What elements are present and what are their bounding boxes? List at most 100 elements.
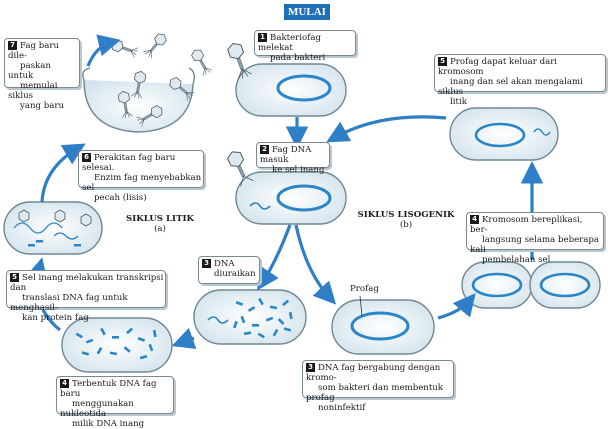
step-bubble — [254, 30, 356, 56]
step-number: 3 — [202, 259, 211, 268]
lysogenic-cycle-letter: (b) — [399, 220, 413, 230]
caption-line: memulai siklus — [8, 81, 58, 101]
dna-fragment — [269, 305, 278, 310]
dna-fragment — [258, 297, 264, 306]
dna-fragment — [240, 315, 246, 324]
lysogenic-cycle-label: SIKLUS LISOGENIK (b) — [356, 210, 456, 230]
dna-fragment — [81, 351, 90, 356]
step-number: 5 — [438, 57, 447, 66]
step-number: 4 — [60, 379, 69, 388]
step-number: 3 — [306, 363, 315, 372]
arrow-2-3-lytic — [257, 224, 292, 291]
phage-icon — [143, 33, 167, 59]
caption-line: menggunakan nukleotida — [60, 399, 134, 419]
caption-line: DNA — [214, 259, 235, 269]
caption-line: Fag baru dile- — [8, 41, 60, 61]
lytic-cycle-name: SIKLUS LITIK — [126, 214, 194, 224]
step-bubble — [434, 54, 606, 92]
dna-fragment — [100, 327, 106, 336]
cell-lysis — [82, 67, 196, 133]
cell-transcription — [3, 201, 103, 255]
dna-fragment — [282, 299, 290, 307]
caption-line: milik DNA inang — [72, 419, 145, 429]
dna-fragment — [96, 347, 103, 355]
arrow-5-6-lytic — [40, 143, 86, 203]
caption-line: Profag dapat keluar dari kromosom — [438, 57, 558, 77]
caption-line: diuraikan — [214, 269, 256, 279]
caption-line: Bakteriofag melekat — [258, 33, 322, 53]
caption-line: pada bakteri — [270, 53, 326, 63]
step-bubble — [466, 212, 604, 250]
step-number: 1 — [258, 33, 267, 42]
cell-dna-degraded — [193, 289, 307, 345]
dna-fragment — [247, 306, 256, 312]
dna-fragment — [123, 346, 131, 353]
caption-line: pembelahan sel — [482, 255, 551, 265]
caption-line: noninfektif — [318, 403, 366, 413]
step-bubble — [302, 360, 454, 398]
caption-line: Terbentuk DNA fag baru — [60, 379, 157, 399]
phage-icon — [136, 105, 163, 127]
start-title: MULAI — [284, 4, 330, 20]
cell-attach — [227, 43, 347, 117]
phage-icon — [227, 43, 252, 79]
lysogenic-cycle-name: SIKLUS LISOGENIK — [357, 210, 455, 220]
lytic-cycle-letter: (a) — [154, 224, 166, 234]
arrow-3-4-lysogenic — [437, 293, 476, 320]
dna-fragment — [85, 338, 94, 344]
arrow-3-4-lytic — [171, 327, 197, 350]
phage-icon — [226, 151, 254, 187]
caption-line: som bakteri dan membentuk profag — [306, 383, 444, 403]
caption-line: kan protein fag — [22, 313, 89, 323]
step-number: 5 — [10, 273, 19, 282]
step-number: 2 — [260, 145, 269, 154]
phage-cycle-diagram: MULAI SIKLUS LITIK (a) SIKLUS LISOGENIK … — [3, 4, 606, 429]
cell-prophage — [331, 295, 435, 355]
caption-line: translasi DNA fag untuk menghasil- — [10, 293, 128, 313]
caption-line: Kromosom bereplikasi, ber- — [470, 215, 583, 235]
dna-fragments — [233, 297, 293, 339]
caption-line: inang dan sel akan mengalami siklus — [438, 77, 583, 97]
step-number: 7 — [8, 41, 17, 50]
dna-fragment — [288, 311, 293, 320]
step-bubble — [6, 270, 166, 308]
dna-fragment — [272, 329, 279, 337]
dna-fragment — [152, 329, 157, 338]
caption-line: litik — [450, 97, 467, 107]
dna-fragment — [252, 324, 259, 327]
step-number: 4 — [470, 215, 479, 224]
caption-line: yang baru — [20, 101, 65, 111]
dna-fragment — [126, 327, 134, 335]
caption-line: ke sel inang — [272, 165, 325, 175]
arrow-2-3-lysogenic — [294, 224, 337, 305]
cell-excision — [449, 107, 559, 161]
caption-line: paskan untuk — [8, 61, 51, 81]
dna-fragment — [277, 318, 285, 325]
dna-fragment — [233, 320, 238, 329]
diagram-canvas — [3, 33, 601, 373]
arrow-5-2-lysogenic — [326, 115, 447, 143]
dna-fragment — [75, 332, 83, 339]
dna-fragment — [112, 336, 119, 339]
dna-fragment — [137, 337, 146, 342]
caption-line: Enzim fag menyebabkan sel — [82, 173, 202, 193]
lytic-cycle-label: SIKLUS LITIK (a) — [120, 214, 200, 234]
caption-line: langsung selama beberapa kali — [470, 235, 600, 255]
dna-fragment — [139, 354, 148, 360]
dna-fragment — [109, 351, 118, 356]
phage-icon — [117, 90, 133, 119]
phage-head-icon — [18, 209, 92, 227]
cell-new-dna — [61, 317, 173, 373]
dna-fragment — [265, 316, 274, 322]
cell-dividing — [461, 261, 601, 309]
prophage-label: Profag — [350, 284, 379, 294]
step-bubble — [56, 376, 174, 414]
